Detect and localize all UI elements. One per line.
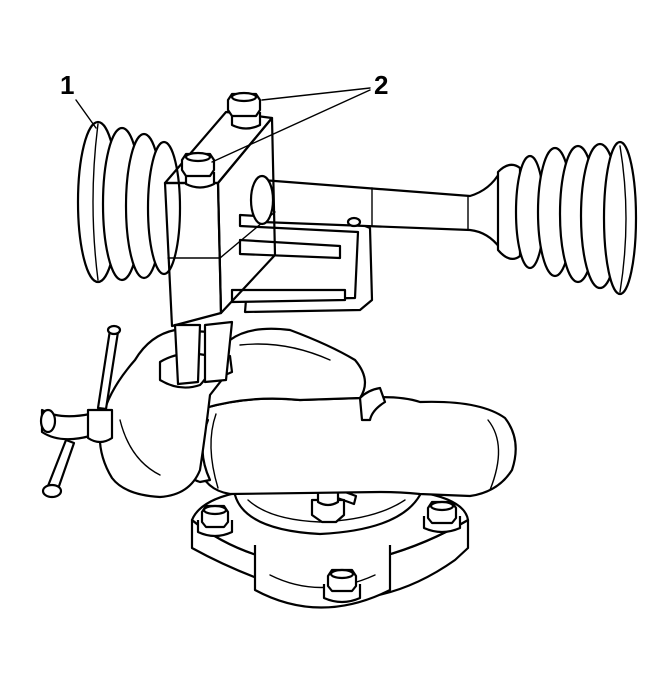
leader-line-2a <box>261 87 371 101</box>
leader-line-1 <box>75 99 97 129</box>
base-bolt-front <box>322 568 362 604</box>
clamp-bolt-front <box>180 151 216 189</box>
cv-boot-left <box>76 120 182 284</box>
base-bolt-left <box>196 504 234 538</box>
vise-body <box>178 327 517 498</box>
vise-jaw-blocks <box>173 320 234 386</box>
axle-shaft <box>260 170 502 250</box>
leader-line-2b <box>211 89 371 163</box>
cv-boot-right <box>496 140 638 296</box>
callout-1: 1 <box>60 70 97 129</box>
base-bolt-right <box>422 500 462 534</box>
clamp-bolt-rear <box>226 91 262 130</box>
callout-2: 2 <box>211 70 388 163</box>
vise-handle <box>39 324 122 499</box>
callout-2-label: 2 <box>374 70 388 100</box>
callout-1-label: 1 <box>60 70 74 100</box>
